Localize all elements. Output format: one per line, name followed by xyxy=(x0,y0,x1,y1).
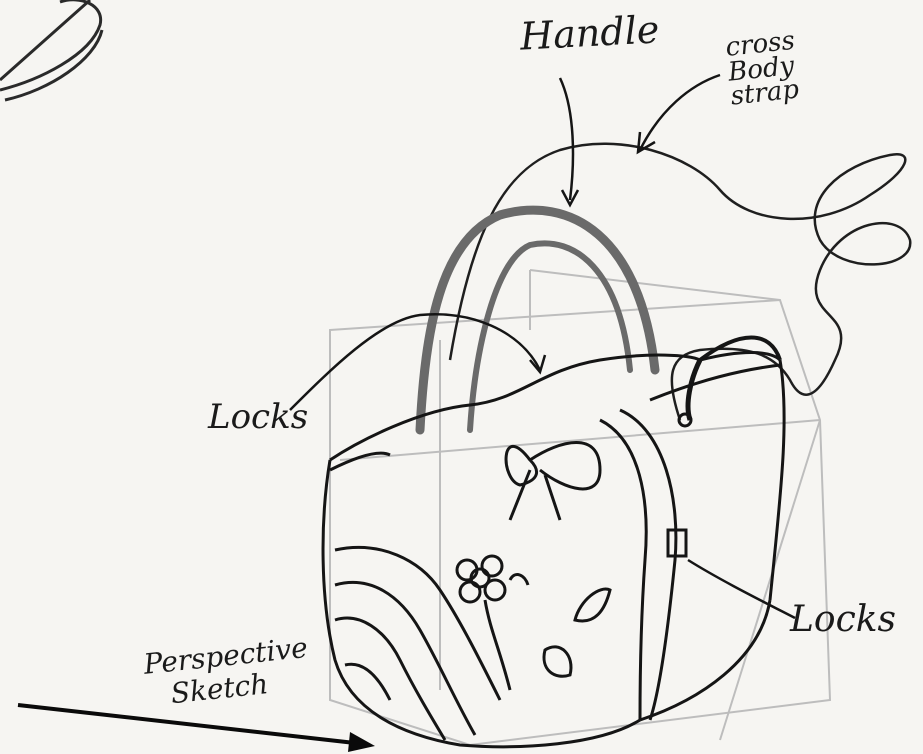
cross-body-strap xyxy=(450,144,910,420)
bag-body xyxy=(323,338,784,747)
handle-label: Handle xyxy=(519,10,660,55)
handle xyxy=(420,210,655,430)
perspective-arrow xyxy=(18,705,375,752)
locks-label-left: Locks xyxy=(208,400,308,434)
locks-label-right: Locks xyxy=(790,602,896,638)
construction-box xyxy=(330,270,830,745)
corner-circle-scribble xyxy=(0,0,102,100)
cross-body-strap-label: cross Body strap xyxy=(724,24,841,109)
